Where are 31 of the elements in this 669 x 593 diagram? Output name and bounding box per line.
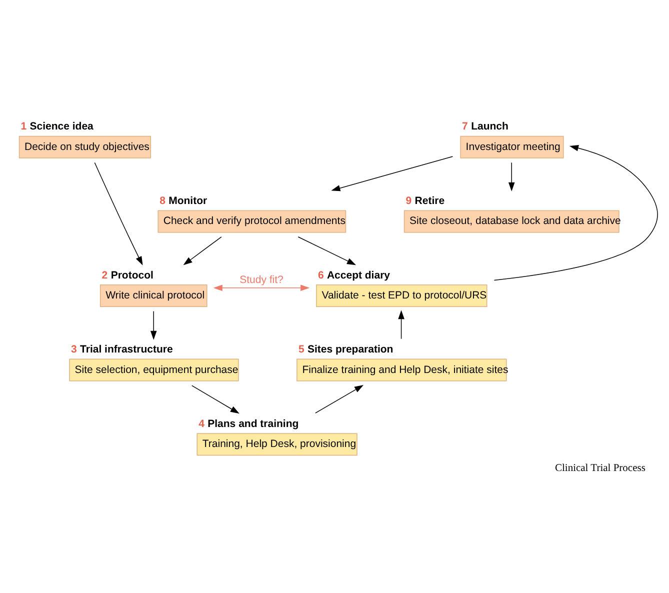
node-label: 3 xyxy=(71,344,77,356)
node-label: 6 xyxy=(318,269,324,282)
arrow xyxy=(94,162,143,266)
arrow xyxy=(192,385,240,414)
arrow xyxy=(315,384,364,414)
node-label: 1 xyxy=(20,120,27,133)
arrow xyxy=(213,284,310,292)
node-label: Retire xyxy=(414,194,445,207)
node-label: Trial infrastructure xyxy=(80,344,173,356)
arrow xyxy=(298,236,356,266)
node-label: 4 xyxy=(198,418,204,430)
node-label: 7 xyxy=(462,120,468,133)
node-label: Science idea xyxy=(30,120,94,133)
arrow xyxy=(150,310,157,340)
arrow xyxy=(508,162,515,192)
node-label: 8 xyxy=(160,194,166,207)
node-label: Protocol xyxy=(110,269,154,282)
node-label: 2 xyxy=(102,269,108,282)
arrow xyxy=(331,156,454,192)
node-label: Launch xyxy=(471,120,508,133)
node-label: Plans and training xyxy=(208,418,299,430)
node-label: Accept diary xyxy=(326,269,390,282)
node-label: Monitor xyxy=(168,194,208,207)
arrow xyxy=(494,144,658,281)
node-label: Sites preparation xyxy=(307,344,394,356)
edge-label: Study fit? xyxy=(240,274,284,286)
node-label: 5 xyxy=(298,344,304,356)
arrow xyxy=(398,310,404,340)
caption: Clinical Trial Process xyxy=(554,463,646,474)
arrow xyxy=(183,236,222,266)
node-label: 9 xyxy=(406,194,412,207)
